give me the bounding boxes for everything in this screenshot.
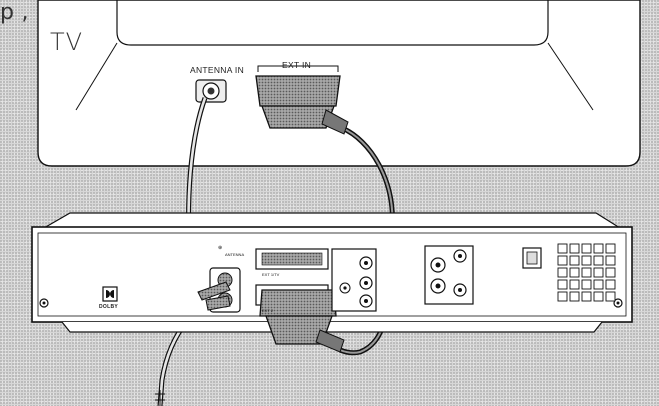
vent-slot: [557, 255, 568, 266]
dolby-logo: [102, 286, 118, 302]
tv-ext-bracket: [257, 65, 339, 72]
vent-slot: [557, 291, 568, 302]
vent-slot: [593, 291, 604, 302]
dolby-label: DOLBY: [99, 304, 118, 310]
caption-text: p ,: [0, 0, 29, 25]
recorder-top-lip: [41, 212, 623, 229]
vent-slot: [569, 279, 580, 290]
tv-antenna-socket: [195, 79, 227, 103]
tv-screen: [116, 0, 549, 46]
tv-perspective-line-right: [547, 42, 594, 111]
av-jacks: [331, 248, 377, 312]
vent-slot: [593, 279, 604, 290]
vent-slot: [605, 243, 616, 254]
vent-slot: [593, 255, 604, 266]
vent-slot: [569, 243, 580, 254]
vent-slot: [605, 267, 616, 278]
vent-slot: [569, 255, 580, 266]
svg-text:EXT 1/TV: EXT 1/TV: [262, 272, 280, 277]
recorder-antenna-sockets: [197, 267, 241, 313]
antenna-socket-text: ⊕: [218, 245, 222, 251]
vent-slot: [569, 291, 580, 302]
scart-plug-recorder: [259, 289, 345, 353]
vent-slot: [581, 243, 592, 254]
vent-slot: [593, 267, 604, 278]
vent-slot: [605, 255, 616, 266]
vent-slot: [557, 243, 568, 254]
vent-slot: [557, 279, 568, 290]
svg-text:EXT 2: EXT 2: [262, 308, 274, 313]
recorder-scart-ext1: [255, 248, 329, 270]
scart-plug-tv: [255, 75, 349, 135]
mains-socket: [522, 247, 542, 269]
vent-slot: [569, 267, 580, 278]
antenna-in-label: ANTENNA IN: [190, 65, 245, 75]
svg-text:ANTENNA: ANTENNA: [225, 252, 244, 257]
vent-slot: [605, 279, 616, 290]
vent-slot: [581, 267, 592, 278]
ventilation-grid: [557, 243, 616, 302]
vent-slot: [581, 279, 592, 290]
ext-in-label: EXT IN: [282, 60, 312, 70]
tv-label: TV: [50, 28, 84, 56]
audio-out-jacks: [424, 245, 474, 305]
vent-slot: [581, 291, 592, 302]
recorder-bottom: [61, 321, 603, 333]
vent-slot: [557, 267, 568, 278]
vent-slot: [605, 291, 616, 302]
vent-slot: [581, 255, 592, 266]
tv-perspective-line-left: [75, 42, 118, 111]
vent-slot: [593, 243, 604, 254]
